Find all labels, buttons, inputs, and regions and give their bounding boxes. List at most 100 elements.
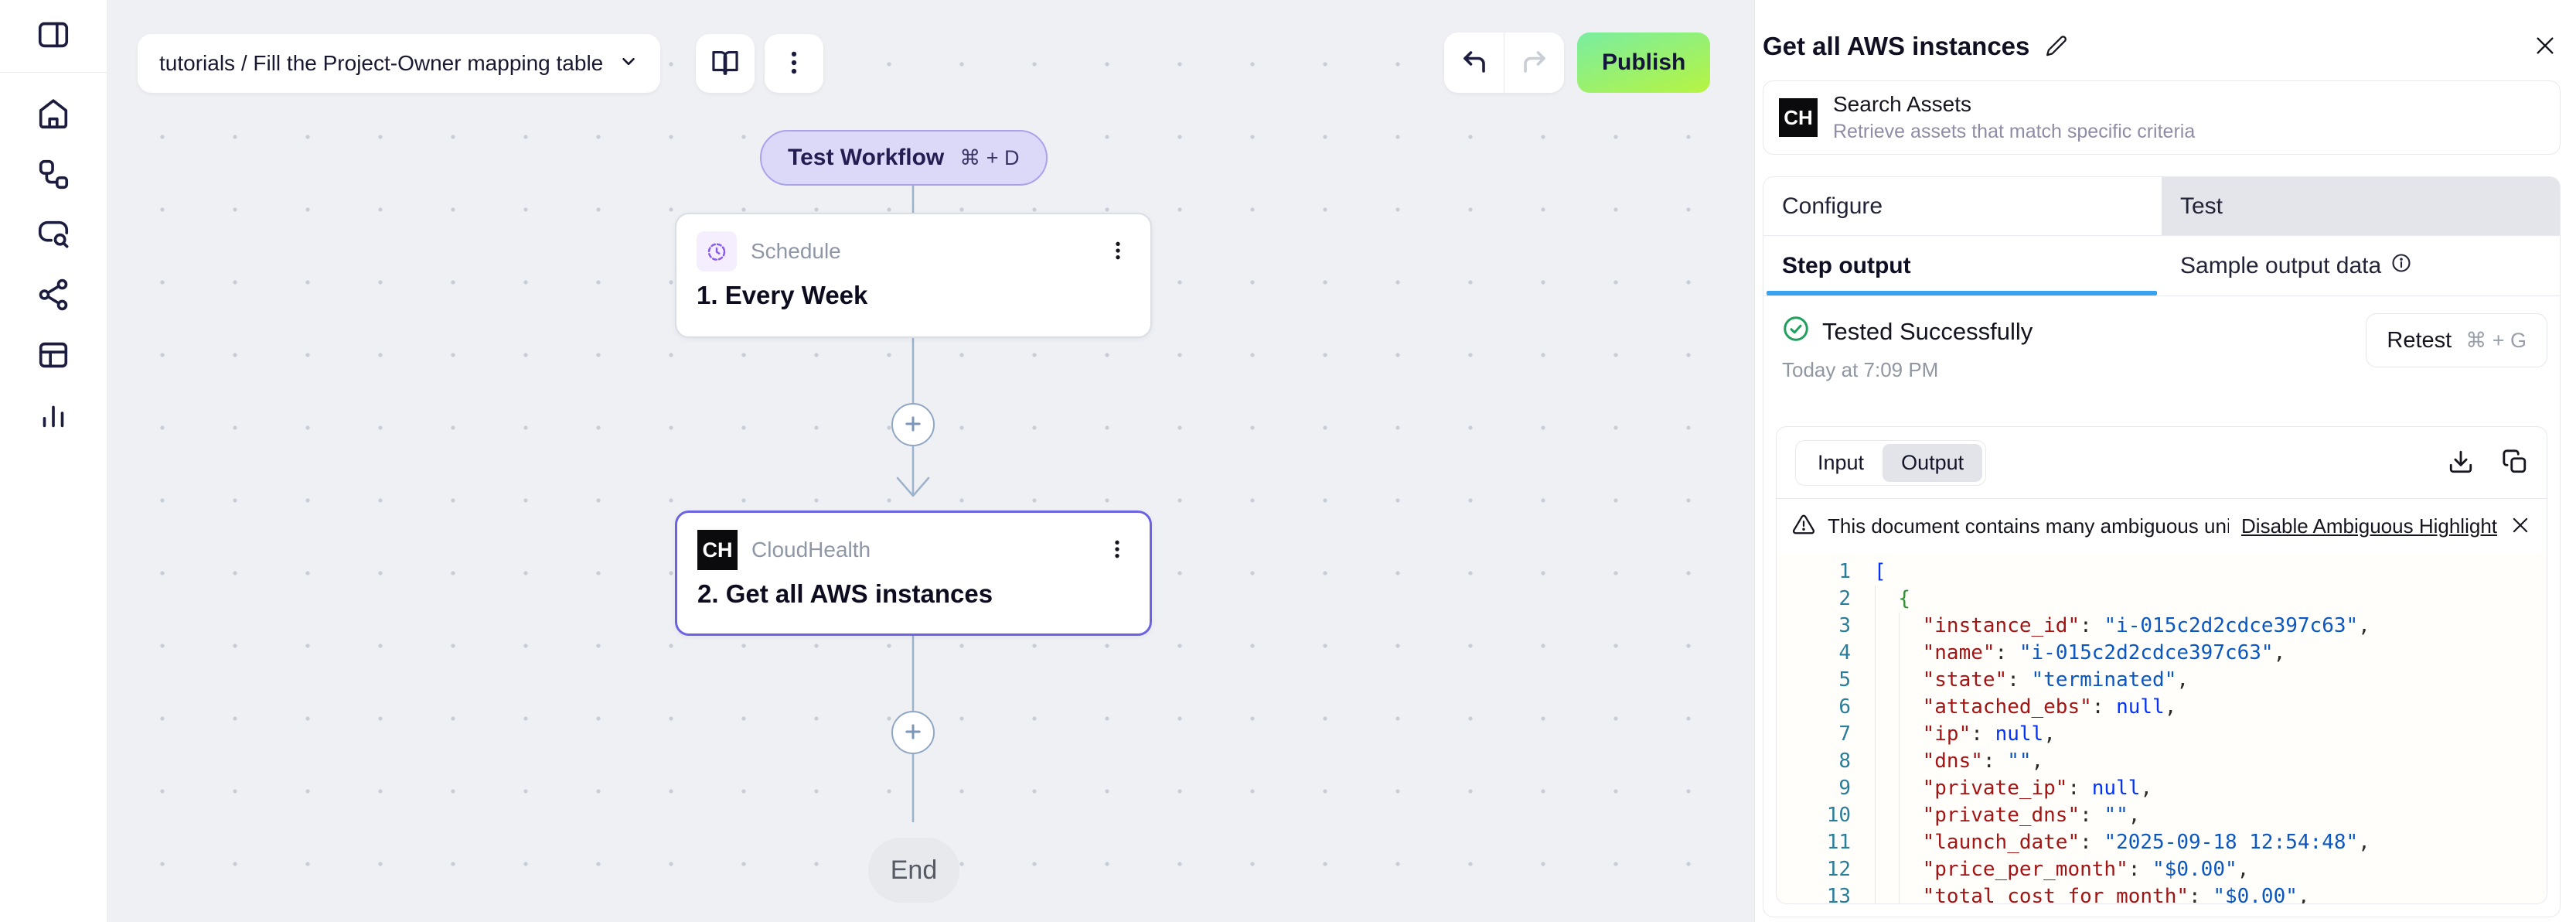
knowledge-base-button[interactable] — [696, 34, 755, 93]
line-number: 12 — [1826, 858, 1851, 881]
step-detail-panel: Get all AWS instances CH Search Assets R… — [1755, 0, 2576, 922]
info-icon — [2390, 252, 2412, 280]
plus-icon — [902, 721, 924, 745]
undo-redo-group — [1444, 32, 1564, 93]
kebab-menu-icon — [1105, 537, 1130, 564]
test-workflow-button[interactable]: Test Workflow ⌘ + D — [760, 130, 1048, 186]
config-test-tabs: Configure Test — [1763, 177, 2560, 236]
toggle-output[interactable]: Output — [1883, 443, 1983, 482]
disable-ambiguous-highlight-link[interactable]: Disable Ambiguous Highlight — [2241, 514, 2497, 538]
copy-output-button[interactable] — [2502, 449, 2528, 477]
retest-button[interactable]: Retest ⌘ + G — [2366, 313, 2547, 367]
code-line: 10 "private_dns": "", — [1777, 802, 2547, 829]
node-title: 1. Every Week — [697, 281, 868, 309]
code-line: 5 "state": "terminated", — [1777, 667, 2547, 694]
line-number: 3 — [1838, 614, 1851, 637]
subtab-sample-output-data[interactable]: Sample output data — [2162, 236, 2560, 295]
panel-toggle-icon — [36, 17, 71, 55]
action-description: Retrieve assets that match specific crit… — [1833, 121, 2196, 142]
cloudhealth-badge-icon: CH — [697, 530, 738, 570]
canvas-menu-button[interactable] — [765, 34, 823, 93]
tab-test[interactable]: Test — [2162, 177, 2560, 235]
test-workflow-shortcut: ⌘ + D — [959, 145, 1020, 169]
redo-button[interactable] — [1504, 32, 1564, 93]
code-line: 6 "attached_ebs": null, — [1777, 694, 2547, 721]
retest-shortcut: ⌘ + G — [2465, 328, 2527, 352]
code-line: 2 { — [1777, 586, 2547, 613]
check-circle-icon — [1782, 315, 1810, 349]
line-number: 7 — [1838, 722, 1851, 746]
share-icon — [36, 277, 71, 315]
add-step-button[interactable] — [891, 711, 935, 754]
home-icon — [36, 96, 71, 134]
subtab-step-output-label: Step output — [1782, 252, 1911, 278]
code-line: 3 "instance_id": "i-015c2d2cdce397c63", — [1777, 613, 2547, 640]
step-config-card: Configure Test Step output Sample output… — [1763, 176, 2561, 917]
sidebar-item-workflows[interactable] — [32, 153, 75, 196]
code-line: 9 "private_ip": null, — [1777, 775, 2547, 802]
undo-icon — [1460, 48, 1488, 78]
download-output-button[interactable] — [2448, 449, 2474, 477]
sidebar-divider — [0, 72, 107, 73]
workflow-breadcrumb-select[interactable]: tutorials / Fill the Project-Owner mappi… — [138, 34, 661, 93]
warning-close-button[interactable] — [2510, 514, 2531, 538]
add-step-button[interactable] — [891, 403, 935, 446]
tab-configure[interactable]: Configure — [1763, 177, 2162, 235]
code-line: 8 "dns": "", — [1777, 748, 2547, 775]
panel-title: Get all AWS instances — [1763, 32, 2030, 60]
chevron-down-icon — [618, 51, 639, 77]
sidebar-item-home[interactable] — [32, 93, 75, 136]
panel-close-button[interactable] — [2533, 33, 2557, 60]
sidebar-toggle-button[interactable] — [32, 15, 75, 58]
close-icon — [2533, 33, 2557, 60]
node-schedule[interactable]: Schedule 1. Every Week — [675, 213, 1152, 338]
sidebar-item-tables[interactable] — [32, 334, 75, 377]
action-name: Search Assets — [1833, 92, 1971, 116]
output-viewer-card: Input Output — [1776, 426, 2547, 904]
code-line: 7 "ip": null, — [1777, 721, 2547, 748]
schedule-clock-icon — [697, 231, 737, 271]
undo-button[interactable] — [1444, 32, 1504, 93]
node-cloudhealth[interactable]: CH CloudHealth 2. Get all AWS instances — [675, 511, 1152, 636]
book-icon — [710, 48, 740, 80]
output-subtabs: Step output Sample output data — [1763, 236, 2560, 296]
node-menu-button[interactable] — [1106, 238, 1130, 265]
kebab-menu-icon — [1106, 238, 1130, 265]
test-status-time: Today at 7:09 PM — [1782, 358, 1939, 381]
action-summary-card: CH Search Assets Retrieve assets that ma… — [1763, 80, 2561, 155]
redo-icon — [1521, 48, 1549, 78]
indent-guide — [1875, 586, 1876, 903]
code-line: 1[ — [1777, 558, 2547, 586]
test-status-label: Tested Successfully — [1822, 318, 2033, 345]
line-number: 2 — [1838, 587, 1851, 610]
warning-triangle-icon — [1792, 513, 1815, 540]
panel-header: Get all AWS instances — [1763, 26, 2561, 67]
sidebar-item-search-chat[interactable] — [32, 213, 75, 257]
plus-icon — [902, 413, 924, 437]
node-title: 2. Get all AWS instances — [697, 579, 993, 608]
subtab-step-output[interactable]: Step output — [1763, 236, 2162, 295]
publish-button[interactable]: Publish — [1577, 32, 1711, 93]
rename-step-button[interactable] — [2045, 34, 2068, 60]
sidebar-item-share[interactable] — [32, 274, 75, 317]
code-line: 13 "total_cost_for_month": "$0.00", — [1777, 883, 2547, 903]
code-line: 11 "launch_date": "2025-09-18 12:54:48", — [1777, 829, 2547, 856]
line-number: 9 — [1838, 777, 1851, 800]
sidebar-item-analytics[interactable] — [32, 394, 75, 438]
workflow-breadcrumb-label: tutorials / Fill the Project-Owner mappi… — [159, 51, 604, 75]
unicode-warning-banner: This document contains many ambiguous un… — [1777, 498, 2547, 554]
kebab-menu-icon — [779, 48, 809, 80]
chat-search-icon — [36, 217, 71, 254]
code-line: 4 "name": "i-015c2d2cdce397c63", — [1777, 640, 2547, 667]
bar-chart-icon — [36, 398, 71, 435]
test-status-section: Tested Successfully Today at 7:09 PM Ret… — [1763, 296, 2560, 426]
toggle-input[interactable]: Input — [1799, 444, 1883, 482]
retest-label: Retest — [2387, 327, 2452, 353]
line-number: 8 — [1838, 750, 1851, 773]
node-menu-button[interactable] — [1105, 537, 1130, 564]
line-number: 1 — [1838, 560, 1851, 583]
test-workflow-label: Test Workflow — [788, 145, 945, 170]
output-viewer-header: Input Output — [1777, 427, 2547, 498]
code-lines: 1[2 {3 "instance_id": "i-015c2d2cdce397c… — [1777, 558, 2547, 903]
